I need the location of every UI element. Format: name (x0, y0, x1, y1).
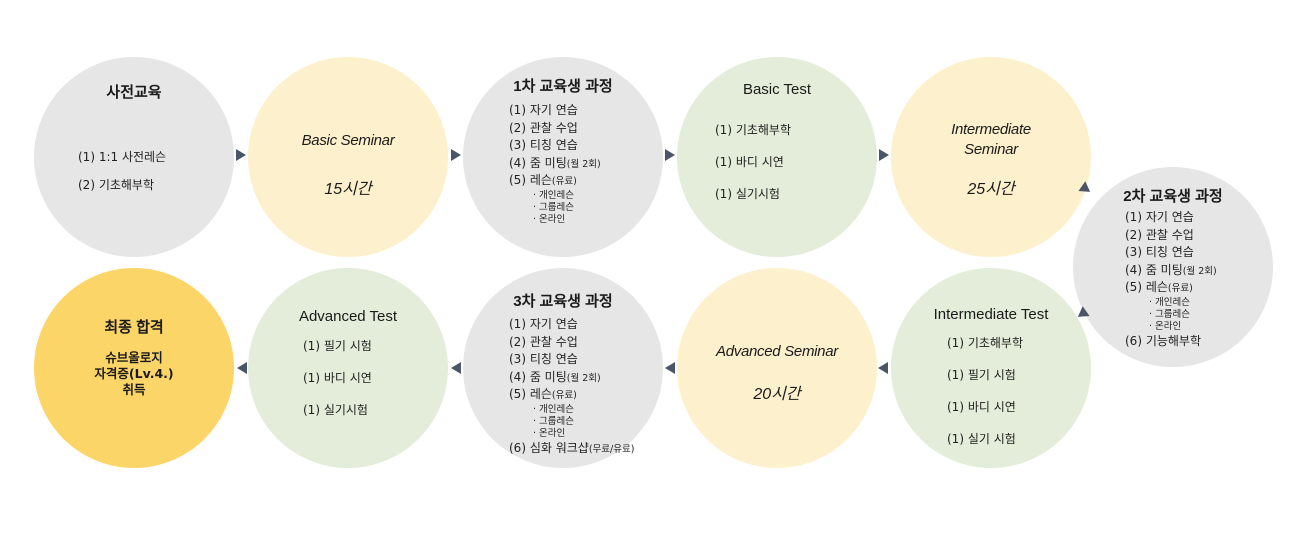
item-note: (유료) (1167, 283, 1193, 294)
node-intermediate-seminar: Intermediate Seminar 25시간 (891, 57, 1091, 257)
sub-item: · 온라인 (533, 427, 566, 439)
node-title: Intermediate Seminar (891, 120, 1091, 160)
item: (1) 실기시험 (303, 403, 368, 417)
node-pre-education: 사전교육 (1) 1:1 사전레슨 (2) 기초해부학 (34, 57, 234, 257)
item: (1) 바디 시연 (947, 400, 1016, 414)
item: (2) 관찰 수업 (1125, 227, 1194, 242)
item: (5) 레슨(유료) (509, 386, 634, 404)
node-title: 3차 교육생 과정 (513, 293, 613, 310)
node-basic-seminar: Basic Seminar 15시간 (248, 57, 448, 257)
node-advanced-test: Advanced Test (1) 필기 시험 (1) 바디 시연 (1) 실기… (248, 268, 448, 468)
item-main: (4) 줌 미팅 (509, 369, 567, 384)
node-hours: 15시간 (324, 181, 372, 198)
sub-item: · 개인레슨 (533, 189, 574, 201)
item-main: (6) 심화 워크샵 (509, 440, 589, 455)
node-items: (1) 1:1 사전레슨 (2) 기초해부학 (78, 143, 166, 199)
item-note: (월 2회) (566, 372, 601, 384)
item: (3) 티칭 연습 (509, 352, 578, 366)
arrow-left-icon (878, 362, 888, 374)
item: (1) 기초해부학 (715, 123, 792, 137)
item: (1) 자기 연습 (1125, 210, 1194, 224)
node-items: (1) 필기 시험 (1) 바디 시연 (1) 실기시험 (303, 330, 372, 426)
arrow-left-icon (451, 362, 461, 374)
item: (6) 기능해부학 (1125, 333, 1202, 348)
node-title: Intermediate Test (933, 306, 1049, 323)
item: (2) 관찰 수업 (509, 120, 578, 135)
item-note: (유료) (551, 390, 577, 401)
item: (1) 필기 시험 (947, 368, 1016, 382)
item-note: (유료) (551, 176, 577, 187)
item: (2) 기초해부학 (78, 178, 155, 192)
item-main: (4) 줌 미팅 (1125, 262, 1183, 277)
node-title: Advanced Test (298, 308, 398, 325)
title-line: Intermediate (951, 121, 1031, 138)
arrow-left-icon (237, 362, 247, 374)
sub-item: · 개인레슨 (533, 403, 574, 415)
item-main: (5) 레슨 (1125, 280, 1168, 294)
arrow-right-icon (451, 149, 461, 161)
sub-item: · 온라인 (533, 213, 566, 225)
node-course-2: 2차 교육생 과정 (1) 자기 연습 (2) 관찰 수업 (3) 티칭 연습 … (1073, 167, 1273, 367)
node-items: (1) 자기 연습 (2) 관찰 수업 (3) 티칭 연습 (4) 줌 미팅(월… (1125, 209, 1217, 350)
sub-item: · 개인레슨 (1149, 296, 1190, 308)
item: (1) 기초해부학 (947, 336, 1024, 350)
node-title: 최종 합격 (104, 319, 164, 336)
node-items: (1) 기초해부학 (1) 바디 시연 (1) 실기시험 (715, 114, 791, 210)
node-basic-test: Basic Test (1) 기초해부학 (1) 바디 시연 (1) 실기시험 (677, 57, 877, 257)
node-title: 2차 교육생 과정 (1123, 188, 1223, 205)
sub-item: · 온라인 (1149, 320, 1182, 332)
item: (3) 티칭 연습 (509, 138, 578, 152)
sub-item: · 그룹레슨 (1149, 308, 1190, 320)
arrow-left-icon (665, 362, 675, 374)
node-title: Basic Seminar (301, 132, 395, 149)
node-hours: 25시간 (967, 181, 1015, 198)
node-course-1: 1차 교육생 과정 (1) 자기 연습 (2) 관찰 수업 (3) 티칭 연습 … (463, 57, 663, 257)
final-line: 자격증(Lv.4.) (94, 366, 174, 381)
arrow-right-icon (665, 149, 675, 161)
node-lines: 슈브올로지 자격증(Lv.4.) 취득 (34, 350, 234, 398)
node-items: (1) 기초해부학 (1) 필기 시험 (1) 바디 시연 (1) 실기 시험 (947, 327, 1023, 455)
item: (1) 자기 연습 (509, 317, 578, 331)
final-line: 슈브올로지 (105, 350, 163, 365)
node-course-3: 3차 교육생 과정 (1) 자기 연습 (2) 관찰 수업 (3) 티칭 연습 … (463, 268, 663, 468)
item: (1) 1:1 사전레슨 (78, 150, 167, 164)
node-title: Basic Test (742, 81, 812, 98)
item: (1) 실기 시험 (947, 432, 1016, 446)
sub-item: · 그룹레슨 (533, 201, 574, 213)
node-advanced-seminar: Advanced Seminar 20시간 (677, 268, 877, 468)
item: (1) 바디 시연 (715, 155, 784, 169)
item-main: (5) 레슨 (509, 173, 552, 187)
node-intermediate-test: Intermediate Test (1) 기초해부학 (1) 필기 시험 (1… (891, 268, 1091, 468)
title-line: Seminar (964, 141, 1018, 158)
node-items: (1) 자기 연습 (2) 관찰 수업 (3) 티칭 연습 (4) 줌 미팅(월… (509, 102, 601, 226)
node-items: (1) 자기 연습 (2) 관찰 수업 (3) 티칭 연습 (4) 줌 미팅(월… (509, 316, 634, 457)
item-main: (5) 레슨 (509, 387, 552, 401)
item: (6) 심화 워크샵(무료/유료) (509, 440, 634, 458)
item: (3) 티칭 연습 (1125, 245, 1194, 259)
item: (4) 줌 미팅(월 2회) (509, 155, 601, 173)
item: (4) 줌 미팅(월 2회) (509, 369, 634, 387)
node-final-pass: 최종 합격 슈브올로지 자격증(Lv.4.) 취득 (34, 268, 234, 468)
item: (1) 실기시험 (715, 187, 780, 201)
item-note: (월 2회) (1182, 265, 1217, 277)
item: (5) 레슨(유료) (1125, 279, 1217, 297)
sub-item: · 그룹레슨 (533, 415, 574, 427)
item: (5) 레슨(유료) (509, 172, 601, 190)
item: (1) 자기 연습 (509, 103, 578, 117)
item-main: (4) 줌 미팅 (509, 155, 567, 170)
item: (1) 바디 시연 (303, 371, 372, 385)
item: (1) 필기 시험 (303, 339, 372, 353)
item: (2) 관찰 수업 (509, 334, 578, 349)
node-hours: 20시간 (753, 386, 801, 403)
item-note: (무료/유료) (588, 443, 635, 455)
item: (4) 줌 미팅(월 2회) (1125, 262, 1217, 280)
item-note: (월 2회) (566, 158, 601, 170)
arrow-right-icon (879, 149, 889, 161)
arrow-right-icon (236, 149, 246, 161)
node-title: Advanced Seminar (716, 343, 838, 360)
node-title: 1차 교육생 과정 (513, 78, 613, 95)
node-title: 사전교육 (106, 84, 162, 101)
final-line: 취득 (122, 382, 146, 397)
